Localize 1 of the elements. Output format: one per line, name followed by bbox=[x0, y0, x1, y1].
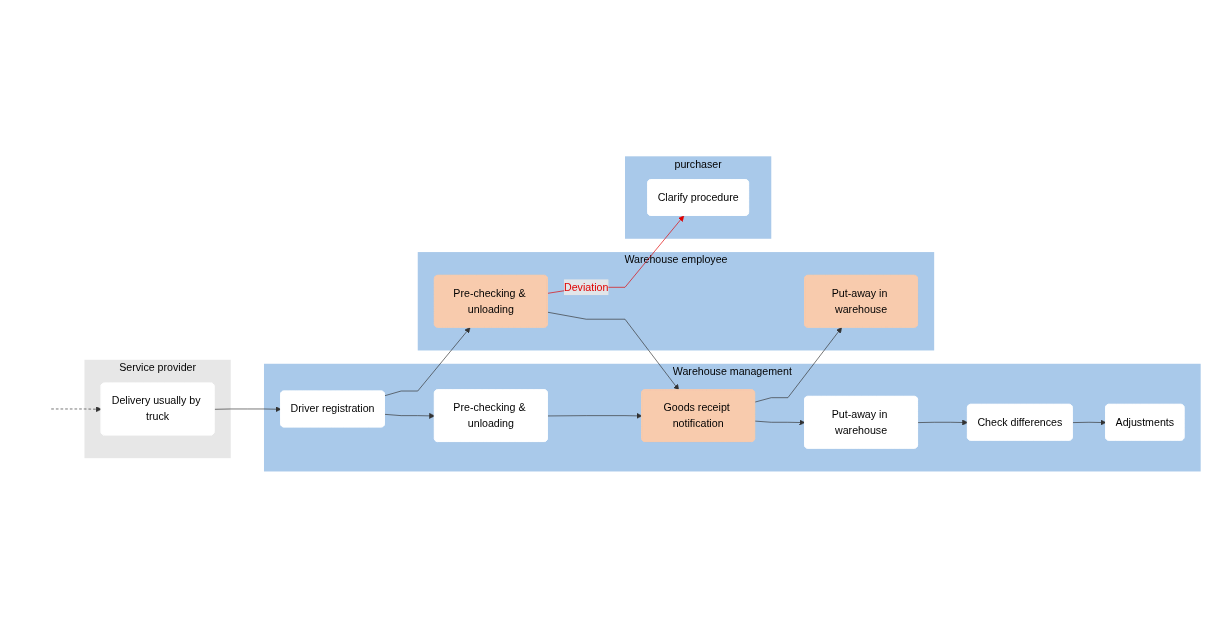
edge-label: Deviation bbox=[564, 281, 609, 293]
